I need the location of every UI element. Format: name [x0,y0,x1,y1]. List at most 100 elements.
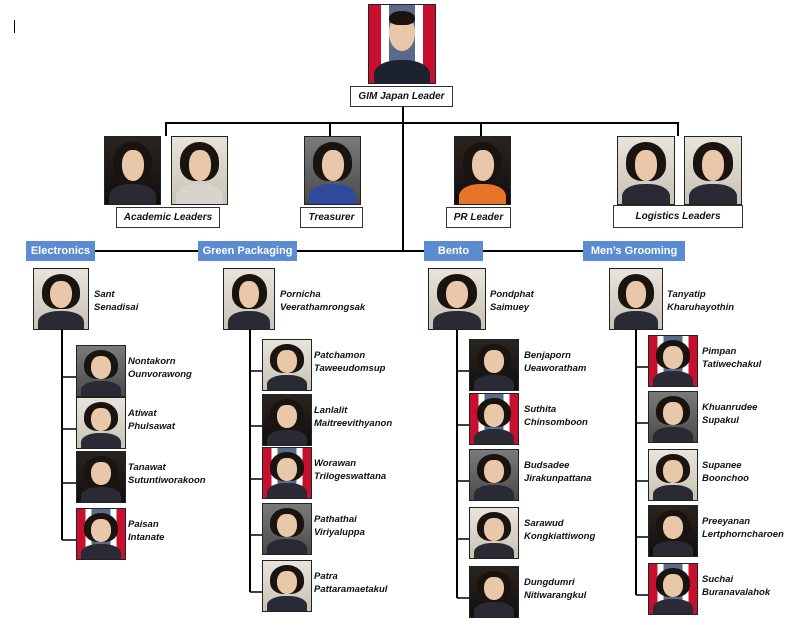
first-name: Sarawud [524,518,564,529]
first-name: Pimpan [702,346,737,357]
last-name: Tatiwechakul [702,359,762,370]
logistics-leaders-box: Logistics Leaders [613,205,743,228]
last-name: Kongkiattiwong [524,531,596,542]
first-name: Suthita [524,404,557,415]
last-name: Ueaworatham [524,363,587,374]
first-name: Supanee [702,460,742,471]
last-name: Kharuhayothin [667,302,735,313]
member-photo [262,503,312,555]
last-name: Viriyaluppa [314,527,365,538]
pr-leader-photo [454,136,511,205]
first-name: Pathathai [314,514,357,525]
last-name: Intanate [128,532,165,543]
team-tag: Bento [424,241,483,261]
member-photo [469,566,519,618]
first-name: Pondphat [490,289,534,300]
member-photo [469,339,519,391]
first-name: Budsadee [524,460,570,471]
first-name: Nontakorn [128,356,176,367]
last-name: Pattaramaetakul [314,584,388,595]
first-name: Pornicha [280,289,321,300]
treasurer-photo [304,136,361,205]
member-photo [76,397,126,449]
academic-leaders-box: Academic Leaders [116,207,220,228]
member-photo [469,507,519,559]
first-name: Patchamon [314,350,366,361]
member-photo [648,335,698,387]
member-photo [76,508,126,560]
last-name: Jirakunpattana [524,473,592,484]
last-name: Phulsawat [128,421,175,432]
last-name: Maitreevithyanon [314,418,393,429]
first-name: Benjaporn [524,350,571,361]
last-name: Taweeudomsup [314,363,386,374]
member-photo [76,451,126,503]
team-tag: Electronics [26,241,95,261]
leader-photo [368,4,436,84]
last-name: Sutuntiworakoon [128,475,206,486]
first-name: Worawan [314,458,357,469]
team-lead-photo [428,268,486,330]
academic-leader-photo-1 [104,136,161,205]
pr-leader-box: PR Leader [446,207,511,228]
member-photo [76,345,126,397]
last-name: Ounvorawong [128,369,192,380]
member-photo [262,339,312,391]
team-tag: Men’s Grooming [583,241,685,261]
team-lead-photo [223,268,275,330]
first-name: Khuanrudee [702,402,758,413]
member-photo [469,449,519,501]
last-name: Lertphorncharoen [702,529,784,540]
member-photo [648,505,698,557]
last-name: Trilogeswattana [314,471,387,482]
team-lead-photo [33,268,89,330]
member-photo [262,447,312,499]
academic-leader-photo-2 [171,136,228,205]
member-photo [469,393,519,445]
member-photo [648,391,698,443]
first-name: Patra [314,571,338,582]
first-name: Tanawat [128,462,166,473]
first-name: Dungdumri [524,577,575,588]
treasurer-box: Treasurer [300,207,363,228]
member-photo [648,563,698,615]
first-name: Preeyanan [702,516,751,527]
last-name: Nitiwarangkul [524,590,587,601]
team-lead-photo [609,268,663,330]
last-name: Senadisai [94,302,139,313]
logistics-leader-photo-2 [684,136,742,205]
last-name: Chinsomboon [524,417,588,428]
member-photo [262,560,312,612]
first-name: Suchai [702,574,734,585]
first-name: Lanlalit [314,405,348,416]
team-tag: Green Packaging [198,241,297,261]
first-name: Atiwat [128,408,157,419]
leader-title-box: GIM Japan Leader [350,86,453,107]
last-name: Buranavalahok [702,587,771,598]
logistics-leader-photo-1 [617,136,675,205]
last-name: Saimuey [490,302,530,313]
